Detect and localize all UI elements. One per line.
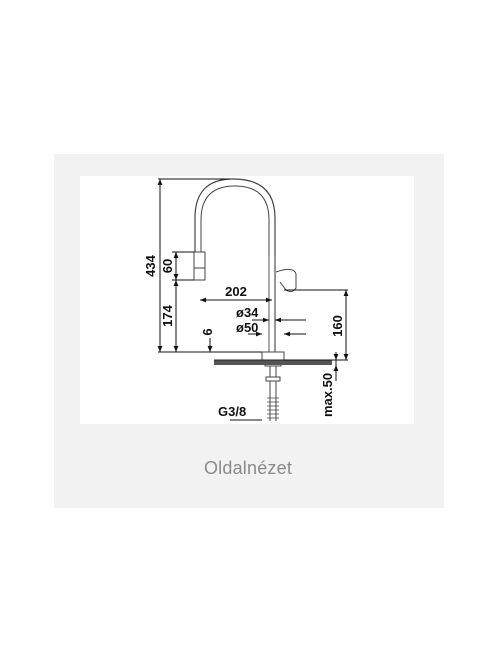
dim-reach: 202 — [225, 284, 247, 299]
dim-diameter-large: ø50 — [236, 320, 258, 335]
faucet-side-view: 434 60 174 202 6 ø34 ø50 160 G3/8 max.50 — [143, 178, 349, 421]
dim-spout-base-height: 174 — [160, 304, 175, 326]
dim-base-thickness: 6 — [200, 328, 215, 335]
technical-drawing: 434 60 174 202 6 ø34 ø50 160 G3/8 max.50 — [80, 176, 414, 424]
dimension-lines — [157, 178, 349, 421]
dim-total-height: 434 — [143, 254, 158, 276]
dim-thread: G3/8 — [218, 404, 246, 419]
dim-head-height: 60 — [160, 259, 175, 273]
dim-counter-thickness: max.50 — [320, 373, 335, 417]
figure-caption: Oldalnézet — [203, 458, 293, 478]
countertop — [214, 359, 332, 365]
dim-diameter-small: ø34 — [236, 305, 259, 320]
dim-connector-height: 160 — [330, 315, 345, 337]
